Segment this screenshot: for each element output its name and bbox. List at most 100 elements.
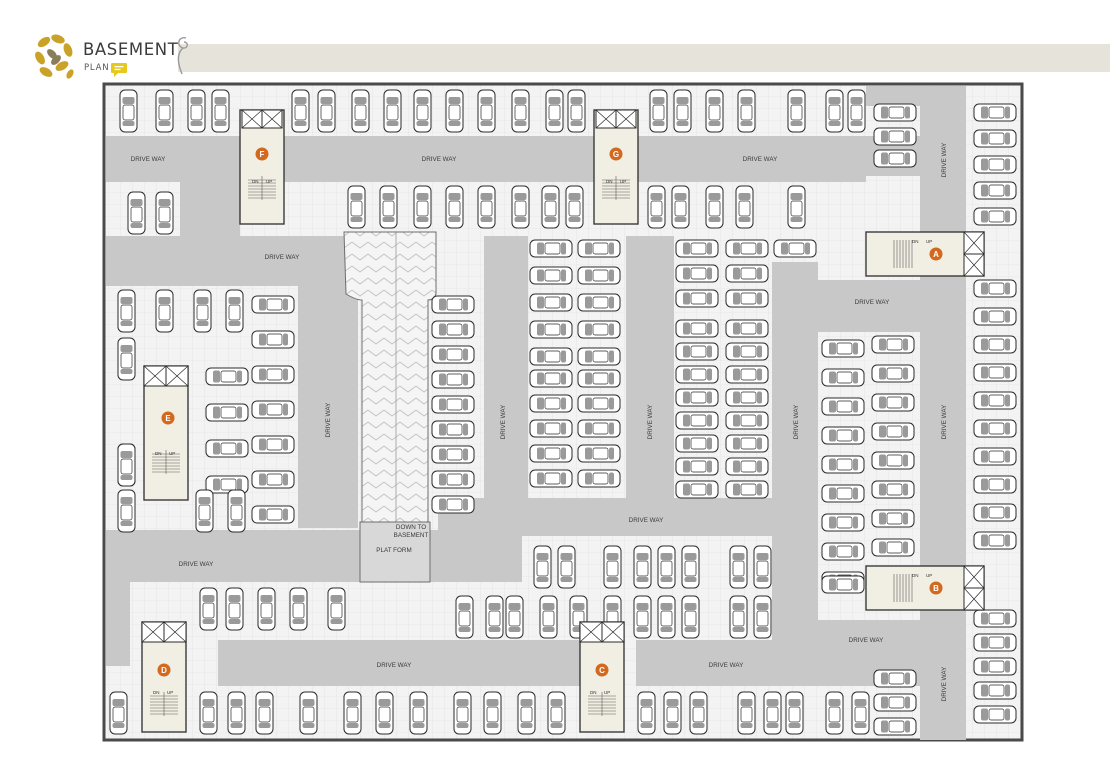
parking-car-icon [431,495,475,514]
parking-car-icon [257,587,276,631]
parking-car-icon [351,89,370,133]
parking-car-icon [251,295,295,314]
parking-car-icon [787,185,806,229]
parking-car-icon [871,364,915,383]
parking-car-icon [453,691,472,735]
parking-car-icon [577,444,621,463]
parking-car-icon [675,319,719,338]
parking-car-icon [973,129,1017,148]
driveway-label: DRIVE WAY [849,637,884,644]
header-band [178,44,1110,72]
staircase-icon [152,450,180,474]
driveway-label: DRIVE WAY [629,517,664,524]
platform-label: PLAT FORM [376,547,411,554]
ramp [343,231,437,583]
parking-car-icon [455,595,474,639]
parking-car-icon [529,293,573,312]
plan-subtitle: PLAN [84,63,110,73]
parking-car-icon [155,89,174,133]
parking-car-icon [973,503,1017,522]
parking-car-icon [577,369,621,388]
parking-car-icon [557,545,576,589]
parking-car-icon [787,89,806,133]
parking-car-icon [577,347,621,366]
driveway-label: DRIVE WAY [709,662,744,669]
parking-car-icon [705,185,724,229]
driveway-label: DRIVE WAY [377,662,412,669]
parking-car-icon [251,365,295,384]
parking-car-icon [251,470,295,489]
stair-up-label: UP [620,179,626,184]
parking-car-icon [873,127,917,146]
parking-car-icon [871,509,915,528]
parking-car-icon [577,320,621,339]
parking-car-icon [973,307,1017,326]
stair-up-label: UP [926,239,932,244]
parking-car-icon [529,347,573,366]
down-to-basement-label: DOWN TO [396,524,426,531]
driveway-label: DRIVE WAY [793,404,800,439]
driveway-label: DRIVE WAY [941,666,948,701]
parking-car-icon [773,239,817,258]
parking-car-icon [511,185,530,229]
parking-car-icon [155,191,174,235]
parking-car-icon [675,480,719,499]
parking-car-icon [117,489,136,533]
core-letter: C [599,666,605,675]
parking-car-icon [539,595,558,639]
parking-car-icon [251,505,295,524]
parking-car-icon [251,435,295,454]
parking-car-icon [205,403,249,422]
decorative-swirl-icon [177,37,188,75]
parking-car-icon [821,426,865,445]
parking-car-icon [347,185,366,229]
lift-icon [165,365,189,387]
stair-core-g [593,109,639,225]
plan-text: DRIVE WAY DRIVE WAY DRIVE WAY DRIVE WAY … [131,142,948,701]
parking-car-icon [681,545,700,589]
core-letter: B [933,584,939,593]
parking-car-icon [413,185,432,229]
lift-icon [163,621,187,643]
parking-car-icon [205,439,249,458]
parking-car-icon [317,89,336,133]
parking-car-icon [973,447,1017,466]
parking-car-icon [647,185,666,229]
parking-car-icon [577,419,621,438]
driveway-label: DRIVE WAY [179,561,214,568]
core-letter: D [161,666,167,675]
parking-car-icon [671,185,690,229]
driveway-label: DRIVE WAY [131,156,166,163]
driveways [106,86,966,740]
parking-car-icon [413,89,432,133]
parking-car-icon [725,434,769,453]
parking-car-icon [871,335,915,354]
driveway-label: DRIVE WAY [500,404,507,439]
core-letter: A [933,250,939,259]
driveway-label: DRIVE WAY [941,142,948,177]
parking-car-icon [825,89,844,133]
parking-car-icon [737,89,756,133]
driveway-bottom-left [218,640,586,686]
parking-car-icon [663,691,682,735]
parking-car-icon [847,89,866,133]
driveway-mid-horizontal [438,498,818,536]
parking-car-icon [973,335,1017,354]
driveway-ramp-lower [430,536,522,582]
parking-car-icon [725,365,769,384]
core-badge-g [609,147,623,161]
parking-car-icon [193,289,212,333]
parking-car-icon [973,103,1017,122]
parking-car-icon [155,289,174,333]
parking-car-icon [431,470,475,489]
parking-car-icon [657,595,676,639]
parking-car-icon [577,469,621,488]
parking-car-icon [673,89,692,133]
parking-car-icon [289,587,308,631]
parking-car-icon [675,434,719,453]
driveway-label: DRIVE WAY [941,404,948,439]
stair-core-d [141,621,187,733]
parking-car-icon [973,207,1017,226]
parking-car-icon [445,89,464,133]
parking-car-icon [821,368,865,387]
